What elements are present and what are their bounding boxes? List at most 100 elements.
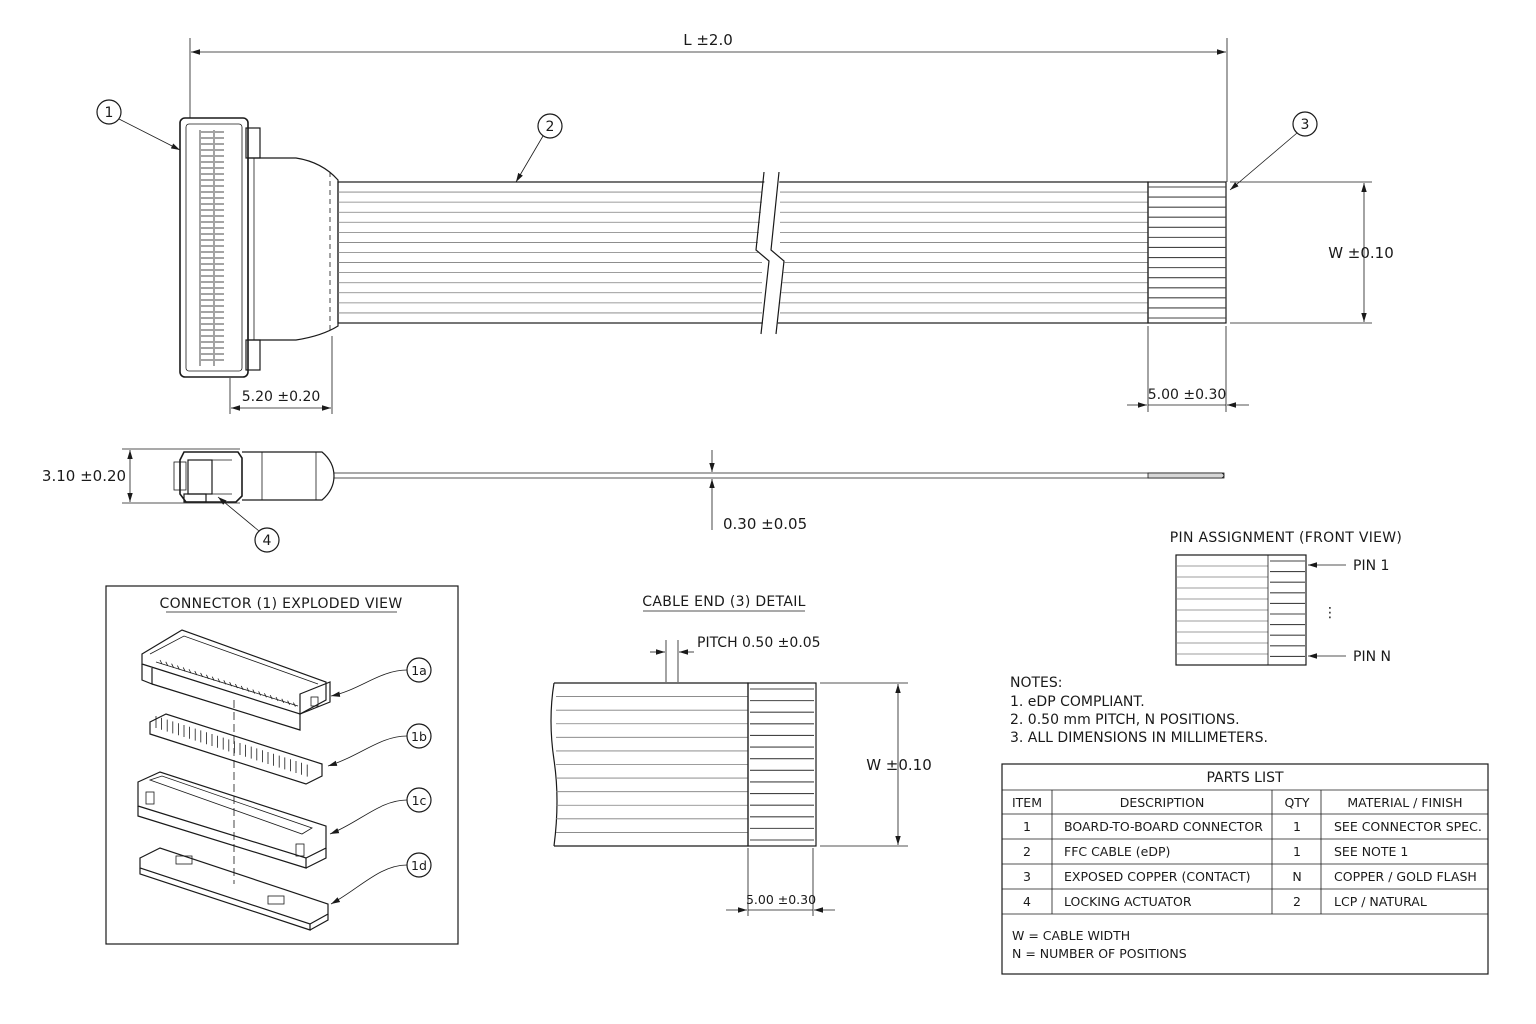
svg-text:1: 1 (1293, 844, 1301, 859)
housing-slot (188, 669, 192, 674)
svg-text:2: 2 (546, 119, 555, 135)
ffc-cable-top (337, 171, 1227, 335)
svg-text:LCP / NATURAL: LCP / NATURAL (1334, 894, 1427, 909)
svg-text:1: 1 (105, 105, 114, 121)
housing-slot (240, 685, 244, 691)
svg-text:SEE CONNECTOR SPEC.: SEE CONNECTOR SPEC. (1334, 819, 1482, 834)
header-material: MATERIAL / FINISH (1347, 795, 1462, 810)
pin-1-label: PIN 1 (1353, 558, 1389, 574)
housing-slot (211, 676, 215, 681)
parts-list: PARTS LIST ITEM DESCRIPTION QTY MATERIAL… (1001, 763, 1489, 975)
svg-text:4: 4 (263, 533, 272, 549)
housing-slot (194, 670, 198, 676)
svg-text:BOARD-TO-BOARD CONNECTOR: BOARD-TO-BOARD CONNECTOR (1064, 819, 1263, 834)
detail-width-label: W ±0.10 (866, 756, 932, 774)
callout-1d: 1d (330, 852, 432, 905)
housing-slot (252, 689, 256, 694)
housing-slot (200, 672, 203, 678)
table-row: 2 FFC CABLE (eDP) 1 SEE NOTE 1 (1023, 844, 1408, 859)
connector-depth-label: 5.20 ±0.20 (242, 389, 321, 405)
part-1b-contacts (149, 713, 323, 785)
callout-3: 3 (1229, 111, 1318, 191)
housing-slot (182, 667, 186, 672)
svg-text:EXPOSED COPPER (CONTACT): EXPOSED COPPER (CONTACT) (1064, 869, 1251, 884)
svg-text:1: 1 (1293, 819, 1301, 834)
header-description: DESCRIPTION (1120, 795, 1205, 810)
callout-1c: 1c (329, 787, 432, 835)
table-row: 3 EXPOSED COPPER (CONTACT) N COPPER / GO… (1023, 869, 1477, 884)
callout-1a: 1a (330, 657, 432, 697)
width-dimension-label: W ±0.10 (1328, 244, 1394, 262)
svg-text:3: 3 (1301, 117, 1310, 133)
svg-text:1c: 1c (412, 793, 427, 808)
callout-1b: 1b (327, 723, 432, 767)
housing-slot (165, 661, 169, 667)
cable-end-detail: CABLE END (3) DETAIL PITCH 0.50 ±0.05 W … (550, 594, 932, 916)
housing-slot (159, 659, 163, 665)
callout-2: 2 (515, 113, 563, 183)
pin-n-label: PIN N (1353, 649, 1391, 665)
housing-slot (235, 683, 238, 689)
note-1: 1. eDP COMPLIANT. (1010, 694, 1145, 710)
housing-slot (229, 682, 232, 687)
legend-w: W = CABLE WIDTH (1012, 928, 1130, 943)
pin-ellipsis: ⋮ (1323, 605, 1337, 621)
housing-slot (281, 698, 285, 704)
svg-text:N: N (1292, 869, 1301, 884)
pin-assignment: PIN ASSIGNMENT (FRONT VIEW) PIN 1 ⋮ PIN … (1170, 530, 1402, 666)
housing-slot (264, 693, 267, 698)
pitch-dimension-label: PITCH 0.50 ±0.05 (697, 635, 821, 651)
housing-slot (177, 665, 180, 670)
side-view: 3.10 ±0.20 0.30 ±0.05 4 (42, 448, 1225, 553)
svg-text:2: 2 (1293, 894, 1301, 909)
housing-slot (246, 687, 250, 692)
svg-text:LOCKING ACTUATOR: LOCKING ACTUATOR (1064, 894, 1192, 909)
height-dimension-label: 3.10 ±0.20 (42, 467, 126, 485)
note-3: 3. ALL DIMENSIONS IN MILLIMETERS. (1010, 730, 1268, 746)
svg-text:4: 4 (1023, 894, 1031, 909)
housing-slot (171, 663, 174, 668)
housing-slot (287, 700, 290, 705)
part-1a-housing (141, 629, 331, 731)
housing-slot (206, 674, 209, 679)
exploded-view-title: CONNECTOR (1) EXPLODED VIEW (160, 596, 403, 612)
housing-slot (293, 702, 296, 707)
exploded-view-panel: CONNECTOR (1) EXPLODED VIEW (105, 585, 459, 945)
svg-text:SEE NOTE 1: SEE NOTE 1 (1334, 844, 1408, 859)
table-row: 4 LOCKING ACTUATOR 2 LCP / NATURAL (1023, 894, 1427, 909)
svg-text:1b: 1b (411, 729, 427, 744)
svg-text:1a: 1a (411, 663, 427, 678)
notes-title: NOTES: (1010, 675, 1063, 691)
housing-slot (275, 696, 279, 702)
legend-n: N = NUMBER OF POSITIONS (1012, 946, 1187, 961)
svg-text:1: 1 (1023, 819, 1031, 834)
note-2: 2. 0.50 mm PITCH, N POSITIONS. (1010, 712, 1240, 728)
header-qty: QTY (1284, 795, 1309, 810)
callout-4: 4 (217, 496, 280, 553)
svg-text:3: 3 (1023, 869, 1031, 884)
housing-slot (258, 691, 261, 696)
cable-end-title: CABLE END (3) DETAIL (642, 594, 805, 610)
parts-list-title: PARTS LIST (1206, 770, 1284, 786)
pin-assignment-title: PIN ASSIGNMENT (FRONT VIEW) (1170, 530, 1402, 546)
notes: NOTES: 1. eDP COMPLIANT. 2. 0.50 mm PITC… (1010, 675, 1268, 746)
part-1c-base (137, 771, 327, 869)
detail-strip-label: 5.00 ±0.30 (746, 892, 816, 907)
svg-text:FFC CABLE (eDP): FFC CABLE (eDP) (1064, 844, 1170, 859)
housing-slot (217, 678, 221, 683)
connector-top (179, 117, 339, 378)
svg-text:COPPER / GOLD FLASH: COPPER / GOLD FLASH (1334, 869, 1477, 884)
top-view: L ±2.0 (96, 31, 1394, 414)
housing-slot (269, 694, 273, 700)
strip-length-label: 5.00 ±0.30 (1148, 387, 1227, 403)
length-dimension-label: L ±2.0 (683, 31, 733, 49)
thickness-dimension-label: 0.30 ±0.05 (723, 515, 807, 533)
housing-slot (223, 680, 227, 685)
callout-1: 1 (96, 99, 181, 151)
svg-text:2: 2 (1023, 844, 1031, 859)
header-item: ITEM (1012, 795, 1042, 810)
part-1d-actuator (139, 847, 329, 931)
table-row: 1 BOARD-TO-BOARD CONNECTOR 1 SEE CONNECT… (1023, 819, 1482, 834)
svg-text:1d: 1d (411, 858, 427, 873)
